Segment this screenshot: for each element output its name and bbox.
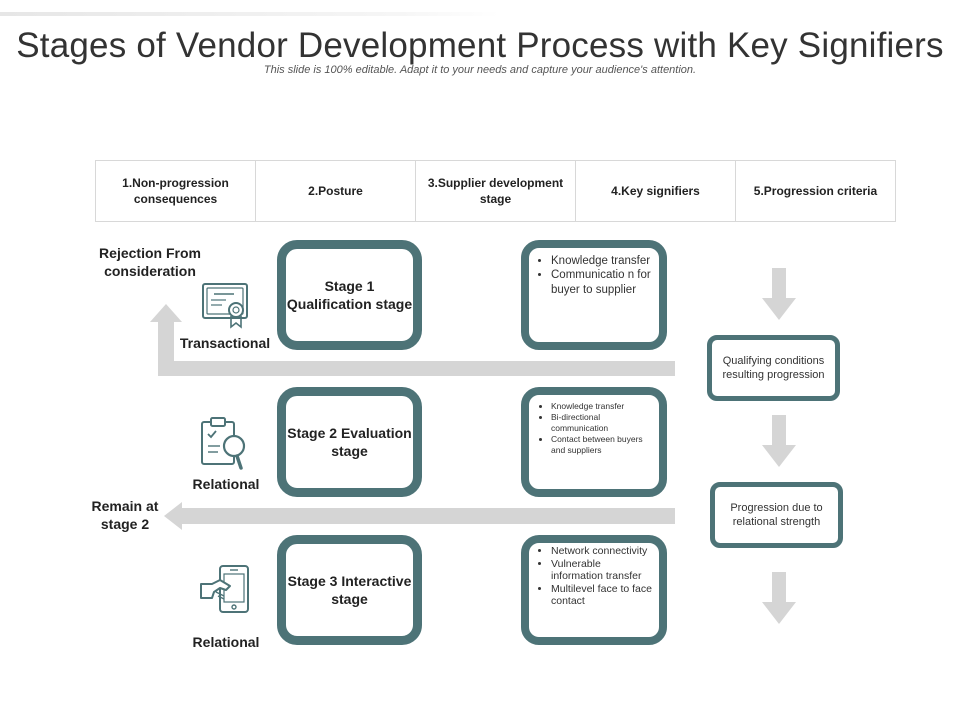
posture-label-2: Relational (192, 476, 260, 492)
criteria-box-1: Qualifying conditions resulting progress… (707, 335, 840, 401)
signifier-item: Knowledge transfer (551, 401, 653, 412)
clipboard-search-icon (201, 417, 246, 470)
signifier-item: Contact between buyers and suppliers (551, 434, 653, 456)
remain-return-arrow (164, 502, 675, 530)
signifier-item: Vulnerable information transfer (551, 558, 653, 583)
signifier-item: Network connectivity (551, 545, 653, 558)
signifiers-box-1: Knowledge transfer Communicatio n for bu… (521, 240, 667, 350)
column-header-consequences: 1.Non-progression consequences (96, 161, 256, 221)
down-arrow-1 (762, 268, 796, 320)
signifiers-box-3: Network connectivity Vulnerable informat… (521, 535, 667, 645)
column-header-criteria: 5.Progression criteria (753, 183, 878, 198)
stage-1-box: Stage 1 Qualification stage (277, 240, 422, 350)
page-subtitle: This slide is 100% editable. Adapt it to… (263, 64, 697, 76)
stage-2-box: Stage 2 Evaluation stage (277, 387, 422, 497)
top-decor-line (0, 12, 500, 16)
label-rejection: Rejection From consideration (99, 245, 201, 280)
label-remain: Remain at stage 2 (91, 498, 159, 533)
signifier-item: Bi-directional communication (551, 412, 653, 434)
signifiers-box-2: Knowledge transfer Bi-directional commun… (521, 387, 667, 497)
signifier-item: Multilevel face to face contact (551, 583, 653, 608)
signifier-item: Communicatio n for buyer to supplier (551, 268, 653, 297)
column-header-table: 1.Non-progression consequences 2.Posture… (95, 160, 896, 222)
mobile-handshake-icon (200, 565, 249, 613)
column-header-signifiers: 4.Key signifiers (576, 161, 736, 221)
down-arrow-2 (762, 415, 796, 467)
column-header-posture: 2.Posture (256, 161, 416, 221)
page-title: Stages of Vendor Development Process wit… (16, 26, 944, 65)
rejection-return-arrow (150, 304, 675, 376)
down-arrow-3 (762, 572, 796, 624)
criteria-box-2: Progression due to relational strength (710, 482, 843, 548)
posture-label-3: Relational (192, 634, 260, 650)
stage-3-box: Stage 3 Interactive stage (277, 535, 422, 645)
signifier-item: Knowledge transfer (551, 254, 653, 268)
posture-label-1: Transactional (179, 335, 271, 351)
certificate-icon (202, 283, 248, 329)
column-header-stage: 3.Supplier development stage (416, 161, 576, 221)
